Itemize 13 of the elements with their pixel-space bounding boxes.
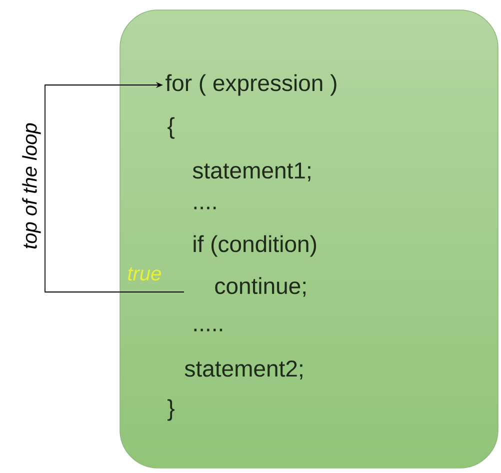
code-box [120,10,498,468]
code-line: ..... [194,328,222,332]
code-line: { [168,117,174,139]
code-line: if (condition) [194,235,316,257]
code-line: statement2; [184,360,302,380]
condition-label: true [128,267,161,281]
code-line: .... [194,206,216,210]
code-line: statement1; [192,162,310,182]
loop-arrow [44,82,184,292]
code-line: } [168,399,174,421]
code-line: for ( expression ) [166,74,336,96]
edge-label: top of the loop [22,123,41,248]
code-line: continue; [215,277,306,297]
